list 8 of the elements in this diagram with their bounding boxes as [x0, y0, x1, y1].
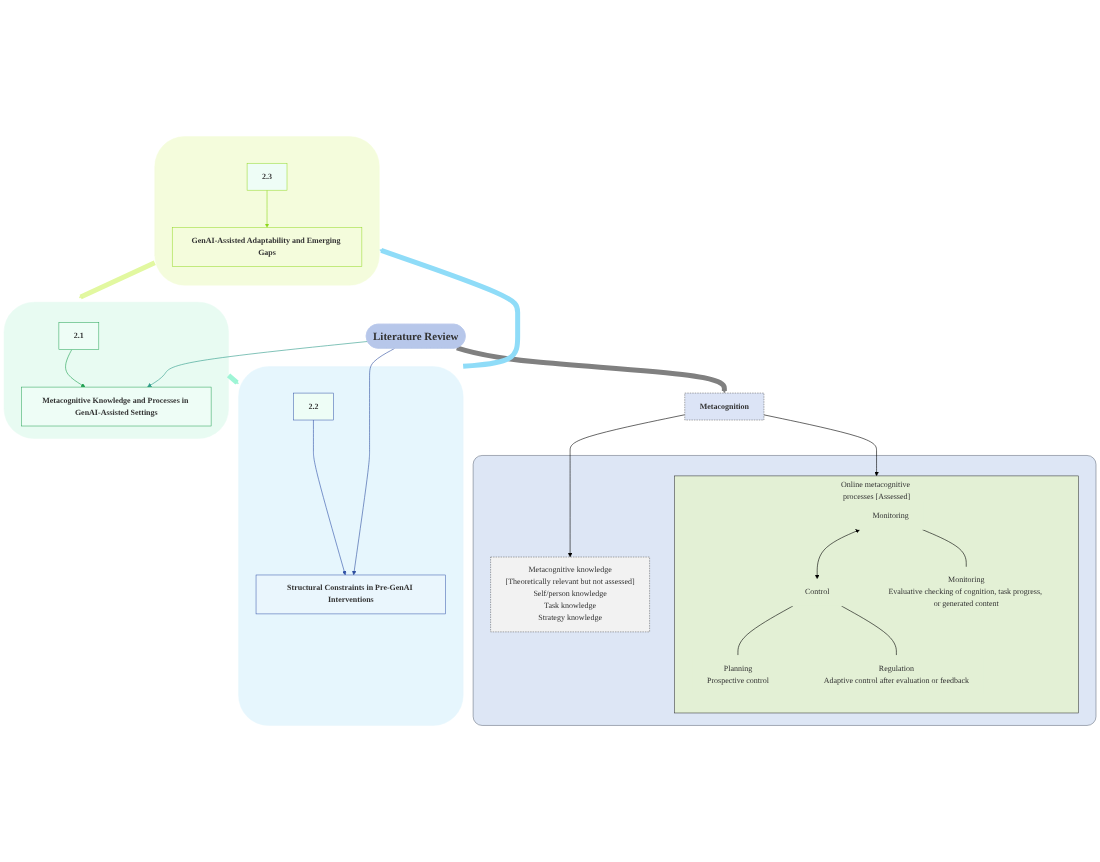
cluster [472, 455, 1097, 726]
cluster [3, 302, 229, 439]
arrow [379, 248, 521, 369]
cluster [238, 366, 464, 726]
cluster [154, 136, 380, 286]
arrow [456, 345, 727, 394]
arrow [78, 260, 156, 300]
arrow [226, 373, 239, 385]
